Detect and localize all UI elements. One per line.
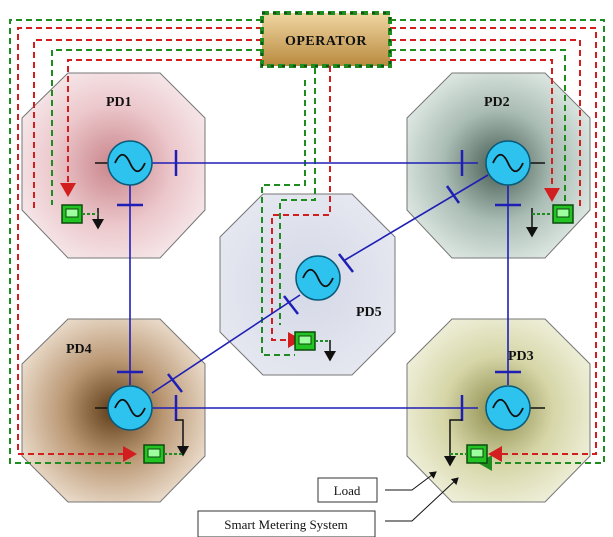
generator-pd1 <box>95 140 153 186</box>
smart-meter-pd1 <box>61 204 98 224</box>
smart-meter-pd5 <box>294 331 330 351</box>
smart-metering-legend-leader <box>385 477 459 522</box>
load-legend-leader <box>385 471 437 491</box>
generator-pd3 <box>485 385 545 431</box>
smart-meter-pd4 <box>143 444 183 464</box>
generator-pd2 <box>485 140 545 186</box>
pd4-label: PD4 <box>66 342 92 357</box>
smart-metering-legend-box <box>197 510 376 537</box>
load-legend-label: Load <box>334 483 361 498</box>
transmission-lines <box>117 150 521 421</box>
generator-pd5 <box>295 255 341 301</box>
operator-box: OPERATOR <box>260 11 392 68</box>
pd2-label: PD2 <box>484 95 510 110</box>
generator-pd4 <box>95 385 153 431</box>
load-legend-box <box>317 477 378 503</box>
smart-metering-legend-label: Smart Metering System <box>224 517 348 532</box>
pd5-label: PD5 <box>356 305 382 320</box>
pd1-label: PD1 <box>106 95 132 110</box>
communication-lines <box>9 19 605 471</box>
pd3-label: PD3 <box>508 349 534 364</box>
smart-meter-pd3 <box>450 444 488 464</box>
legend: Load Smart Metering System <box>197 471 459 537</box>
load-arrows <box>92 208 538 467</box>
operator-label: OPERATOR <box>285 34 367 49</box>
smart-meter-pd2 <box>532 204 574 224</box>
